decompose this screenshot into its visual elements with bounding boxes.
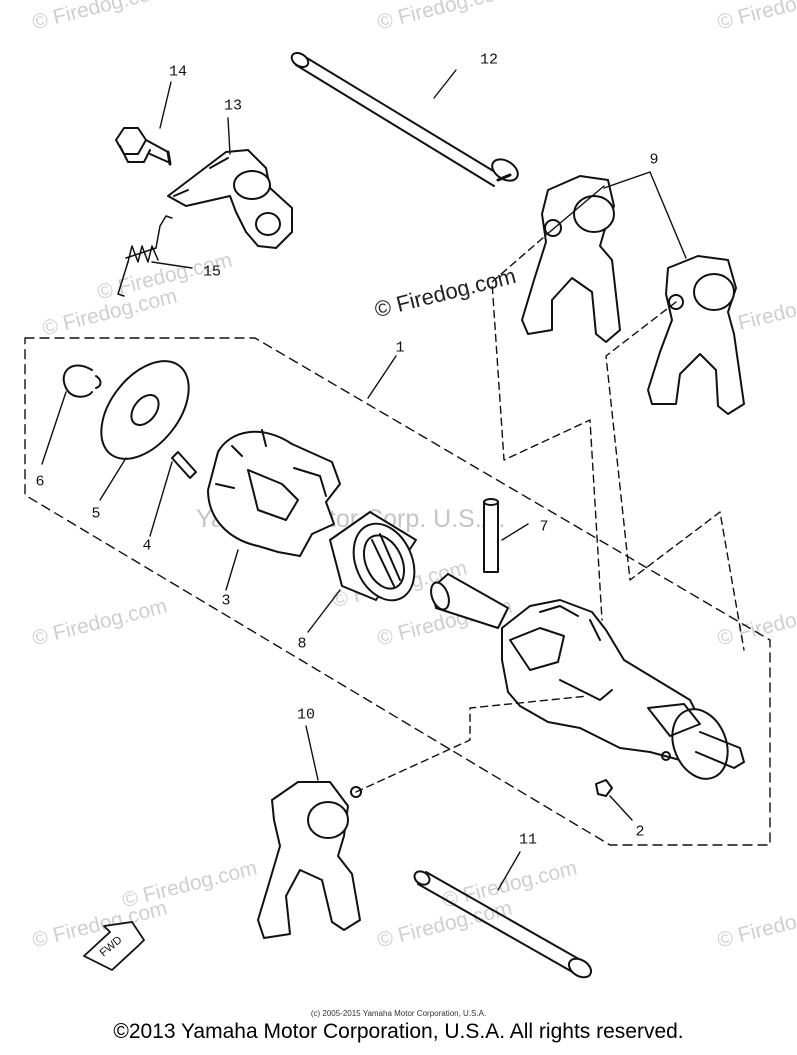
callout-3: 3 — [221, 592, 231, 610]
callout-2: 2 — [635, 823, 645, 841]
callout-8: 8 — [297, 635, 307, 653]
copyright-notice: ©2013 Yamaha Motor Corporation, U.S.A. A… — [113, 1020, 684, 1043]
dowel-pin — [171, 451, 197, 479]
callout-13: 13 — [223, 97, 243, 115]
callout-9: 9 — [649, 151, 659, 169]
shift-drum — [430, 573, 745, 780]
shift-fork-upper-left — [521, 175, 621, 343]
washer — [100, 360, 190, 460]
callout-5: 5 — [91, 505, 101, 523]
callout-7: 7 — [539, 518, 549, 536]
fwd-arrow-icon: FWD — [83, 921, 145, 971]
exploded-view-drawing: FWD — [24, 52, 771, 979]
callout-12: 12 — [479, 51, 499, 69]
shift-rod-lower — [413, 870, 593, 979]
callout-14: 14 — [168, 63, 188, 81]
segment — [207, 429, 341, 557]
callout-1: 1 — [395, 339, 405, 357]
callout-11: 11 — [518, 831, 538, 849]
shift-fork-lower — [257, 781, 362, 939]
shift-fork-upper-right — [647, 255, 745, 415]
callout-10: 10 — [296, 706, 316, 724]
leader-lines — [41, 69, 745, 891]
stopper-bolt — [115, 127, 172, 166]
shift-rod-upper — [290, 52, 519, 187]
circlip — [62, 364, 102, 398]
callout-4: 4 — [142, 537, 152, 555]
drum-screw — [595, 779, 613, 797]
stopper-lever — [167, 149, 293, 249]
callout-15: 15 — [202, 263, 222, 281]
callout-6: 6 — [35, 473, 45, 491]
needle-bearing — [329, 511, 417, 602]
assembly-boundary — [24, 337, 771, 846]
fine-print: (c) 2005-2015 Yamaha Motor Corporation, … — [310, 1009, 487, 1018]
guide-pin — [483, 498, 499, 573]
stopper-spring — [117, 215, 173, 297]
